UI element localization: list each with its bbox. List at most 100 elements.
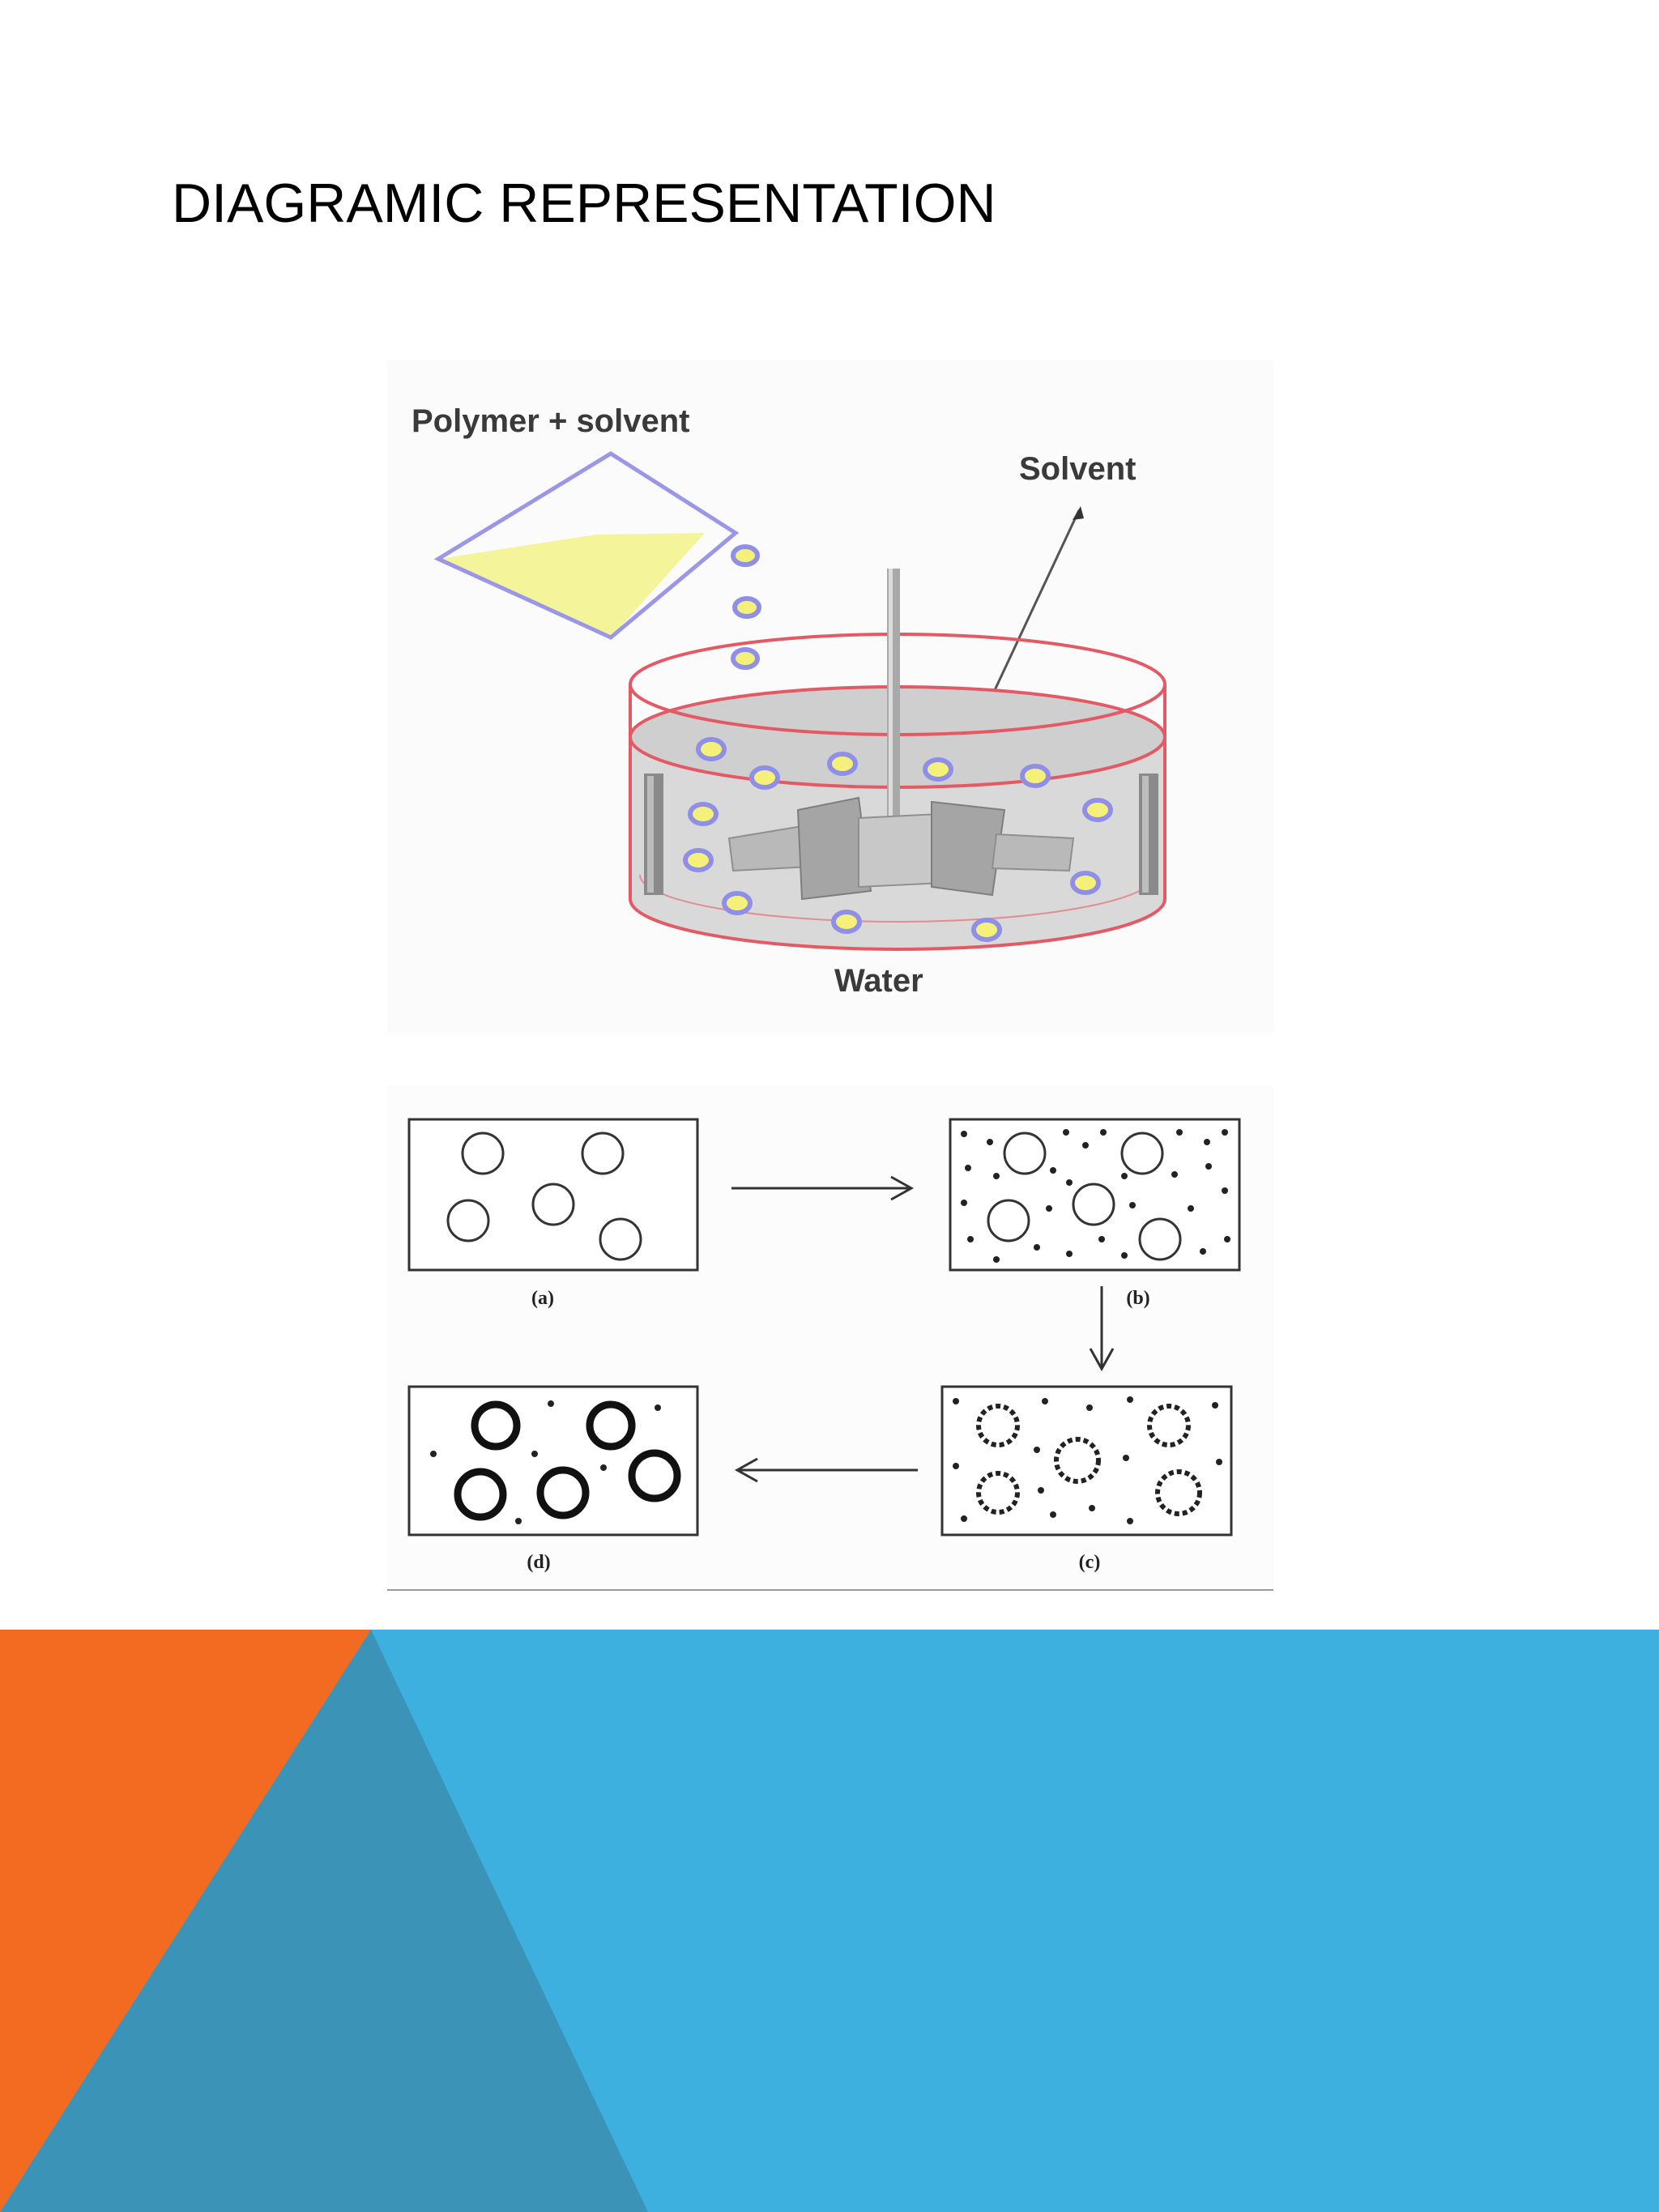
particle-dot <box>965 1165 971 1171</box>
microsphere <box>536 1466 590 1519</box>
particle-dot <box>993 1256 1000 1263</box>
beaker-inner-line <box>639 874 1156 923</box>
particle-dot <box>1121 1173 1128 1179</box>
droplet-circle <box>599 1217 642 1261</box>
droplet <box>1070 871 1101 895</box>
droplet-circle <box>461 1132 505 1175</box>
particle-dot <box>953 1463 959 1469</box>
droplet-circle <box>1003 1132 1047 1175</box>
arrow-c-to-d-head <box>734 1457 758 1483</box>
panel-d-label: (d) <box>527 1552 550 1573</box>
beaker <box>629 569 1166 951</box>
particle-dot <box>1171 1171 1178 1178</box>
label-water: Water <box>834 963 923 999</box>
particle-dot <box>1129 1202 1136 1208</box>
panel-b-label: (b) <box>1126 1288 1149 1309</box>
particle-dot <box>600 1464 607 1471</box>
particle-dot <box>1123 1455 1129 1461</box>
particle-dot <box>1086 1404 1093 1411</box>
particle-dot <box>1089 1505 1095 1511</box>
droplet <box>731 544 760 567</box>
baffle-right-highlight <box>1142 776 1149 893</box>
coated-droplet <box>1147 1404 1191 1447</box>
particle-dot <box>531 1451 538 1457</box>
particle-dot <box>1176 1129 1183 1136</box>
particle-dot <box>961 1515 967 1522</box>
droplet-circle <box>1138 1217 1182 1261</box>
particle-dot <box>515 1518 522 1524</box>
droplet <box>683 848 714 872</box>
panel-c-label: (c) <box>1079 1552 1101 1573</box>
particle-dot <box>1066 1251 1073 1257</box>
particle-dot <box>1034 1244 1040 1251</box>
coated-droplet <box>1054 1437 1101 1484</box>
stirrer-shaft-highlight <box>889 569 893 836</box>
particle-dot <box>1100 1129 1107 1136</box>
arrow-a-to-b-head <box>890 1175 915 1201</box>
panel-a: (a) <box>407 1118 699 1309</box>
stage-panels-diagram: (a) <box>387 1085 1273 1591</box>
droplet-circle <box>987 1199 1030 1242</box>
arrow-b-to-c-head <box>1089 1348 1115 1372</box>
panel-a-label: (a) <box>531 1288 554 1309</box>
particle-dot <box>967 1236 974 1242</box>
impeller-blade <box>796 796 872 901</box>
beaker-bottom <box>629 898 1166 951</box>
particle-dot <box>961 1200 967 1206</box>
microsphere <box>471 1400 521 1451</box>
droplet <box>827 752 858 776</box>
solvent-pointer-arrowhead <box>1073 506 1084 520</box>
particle-dot <box>1082 1142 1089 1149</box>
microsphere <box>586 1400 636 1451</box>
particle-dot <box>1127 1518 1133 1524</box>
particle-dot <box>1034 1447 1040 1453</box>
particle-dot <box>1224 1236 1230 1242</box>
panel-d: (d) <box>407 1385 699 1573</box>
particle-dot <box>1121 1252 1128 1259</box>
particle-dot <box>1038 1487 1044 1494</box>
particle-dot <box>1098 1236 1105 1242</box>
vessel-outline <box>433 451 740 640</box>
panel-b: (b) <box>949 1118 1241 1309</box>
droplet <box>732 596 761 619</box>
particle-dot <box>655 1404 661 1411</box>
droplet <box>971 918 1002 942</box>
particle-dot <box>1205 1163 1212 1170</box>
particle-dot <box>961 1131 967 1137</box>
particle-dot <box>1222 1129 1228 1136</box>
particle-dot <box>993 1173 1000 1179</box>
droplet-circle <box>446 1199 490 1242</box>
impeller-blade <box>991 833 1075 872</box>
panel-c: (c) <box>940 1385 1233 1573</box>
slide-title: DIAGRAMIC REPRESENTATION <box>172 173 996 234</box>
particle-dot <box>987 1139 993 1145</box>
particle-dot <box>1042 1398 1048 1404</box>
microsphere <box>454 1468 507 1521</box>
impeller <box>727 796 1075 901</box>
droplet-circle <box>1072 1183 1115 1226</box>
particle-dot <box>1216 1459 1222 1465</box>
impeller-blade <box>931 800 1006 897</box>
particle-dot <box>1222 1187 1228 1194</box>
droplet-circle <box>531 1183 575 1226</box>
particle-dot <box>1200 1248 1206 1255</box>
droplet-circle <box>581 1132 625 1175</box>
label-polymer-solvent: Polymer + solvent <box>412 403 689 439</box>
droplet <box>696 737 727 761</box>
microsphere <box>628 1449 681 1502</box>
baffle-left-highlight <box>647 776 654 893</box>
particle-dot <box>1204 1139 1210 1145</box>
particle-dot <box>1046 1205 1052 1212</box>
coated-droplet <box>976 1471 1020 1515</box>
droplet <box>749 765 780 790</box>
particle-dot <box>1063 1129 1069 1136</box>
droplet <box>831 910 862 934</box>
process-arrows <box>731 1175 1115 1483</box>
particle-dot <box>1188 1205 1194 1212</box>
particle-dot <box>1050 1167 1056 1174</box>
coated-droplet <box>1155 1469 1202 1516</box>
solvent-pointer-line <box>993 509 1081 691</box>
particle-dot <box>953 1398 959 1404</box>
panel-a-frame <box>407 1118 699 1272</box>
